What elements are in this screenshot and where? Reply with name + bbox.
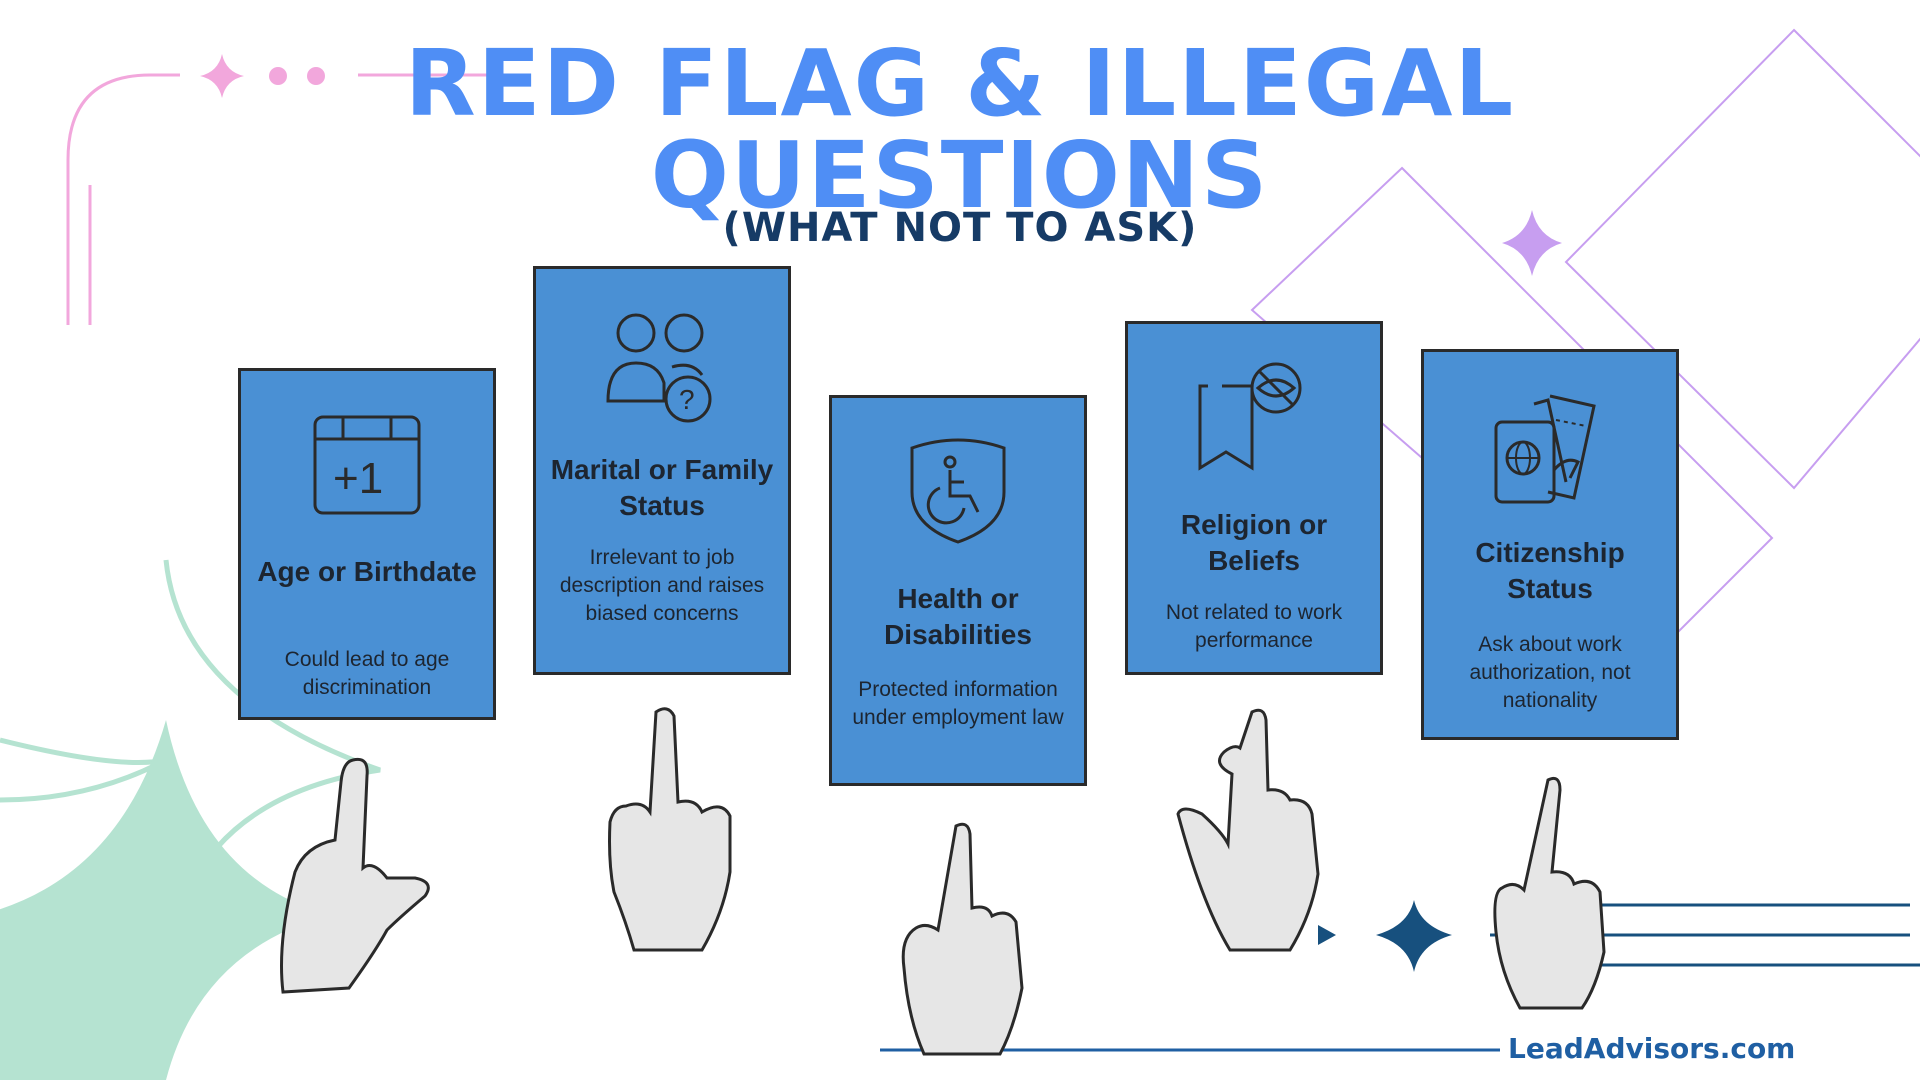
people-question-icon: ? bbox=[606, 313, 712, 423]
accessibility-shield-icon bbox=[910, 438, 1006, 544]
pointing-hand-icon bbox=[1493, 776, 1606, 1010]
brand-link[interactable]: LeadAdvisors.com bbox=[1508, 1032, 1796, 1065]
sparkle-icon bbox=[200, 54, 244, 98]
card-description: Not related to work performance bbox=[1165, 601, 1343, 652]
page-title-line-2: QUESTIONS bbox=[650, 122, 1270, 229]
card-health-disabilities: Health or Disabilities Protected informa… bbox=[829, 395, 1087, 786]
card-age-birthdate: +1 Age or Birthdate Could lead to age di… bbox=[238, 368, 496, 720]
pointing-hand-icon bbox=[1176, 708, 1320, 952]
calendar-plus-one-icon: +1 bbox=[313, 415, 421, 515]
card-religion-beliefs: Religion or Beliefs Not related to work … bbox=[1125, 321, 1383, 675]
card-title: Religion or Beliefs bbox=[1180, 509, 1328, 576]
card-title: Health or Disabilities bbox=[884, 583, 1032, 650]
svg-text:?: ? bbox=[679, 384, 695, 415]
page-subtitle: (WHAT NOT TO ASK) bbox=[722, 205, 1198, 251]
card-description: Irrelevant to job description and raises… bbox=[559, 546, 765, 625]
bookmark-eye-slash-icon bbox=[1198, 362, 1302, 471]
svg-text:+1: +1 bbox=[333, 454, 383, 503]
pointing-hand-icon bbox=[608, 707, 732, 952]
card-marital-family: ? Marital or Family Status Irrelevant to… bbox=[533, 266, 791, 675]
sparkle-icon bbox=[1502, 210, 1562, 276]
pointing-hand-icon bbox=[280, 757, 430, 994]
page-title-line-1: RED FLAG & ILLEGAL bbox=[404, 30, 1516, 137]
card-description: Protected information under employment l… bbox=[852, 678, 1064, 729]
passport-ticket-icon bbox=[1494, 394, 1596, 504]
sparkle-icon bbox=[0, 720, 330, 1080]
card-description: Could lead to age discrimination bbox=[284, 648, 450, 699]
card-title: Age or Birthdate bbox=[257, 556, 477, 587]
sparkle-icon bbox=[1376, 900, 1452, 972]
pointing-hand-icon bbox=[901, 822, 1024, 1056]
card-citizenship-status: Citizenship Status Ask about work author… bbox=[1421, 349, 1679, 740]
card-title: Citizenship Status bbox=[1475, 537, 1625, 604]
card-description: Ask about work authorization, not nation… bbox=[1469, 633, 1631, 712]
card-title: Marital or Family Status bbox=[550, 454, 774, 521]
